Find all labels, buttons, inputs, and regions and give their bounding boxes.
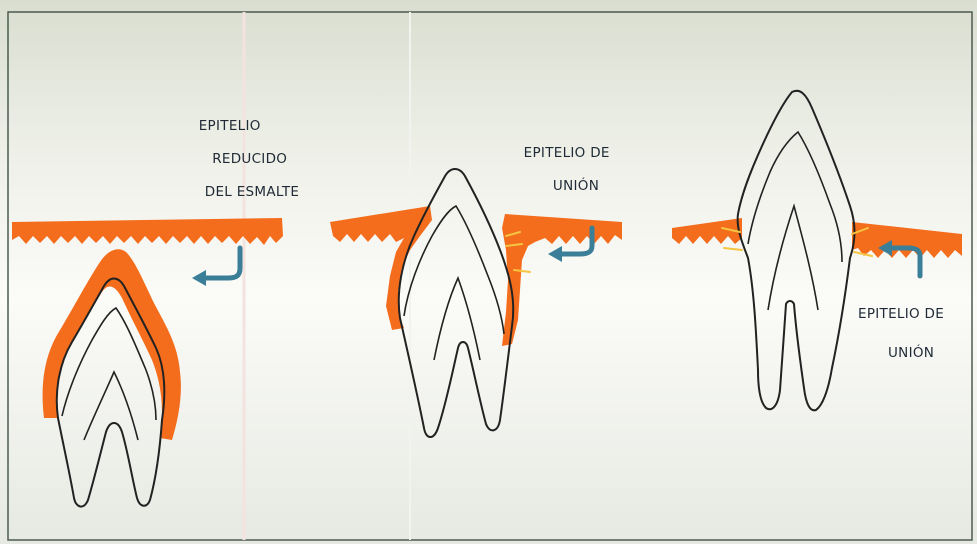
diagram-background [0,0,977,544]
tooth-eruption-diagram: EPITELIO REDUCIDO DEL ESMALTE EPITELIO [0,0,977,544]
diagram-canvas: EPITELIO REDUCIDO DEL ESMALTE EPITELIO [0,0,977,544]
